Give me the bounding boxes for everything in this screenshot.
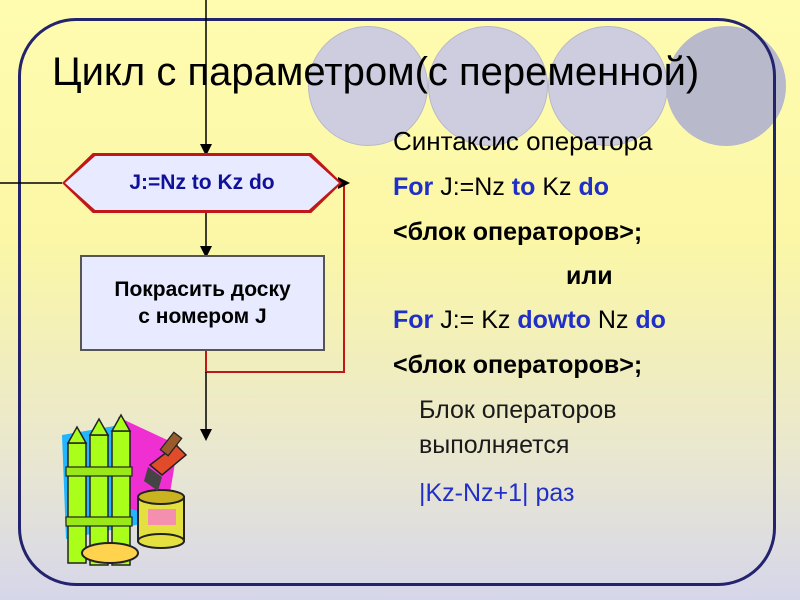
- fence-paint-clipart: [62, 413, 188, 566]
- or-label: или: [566, 262, 613, 290]
- for1-end: Kz: [535, 173, 579, 201]
- for2-end: Nz: [590, 306, 636, 334]
- action-box: Покрасить доску с номером J: [80, 255, 325, 351]
- action-line-1: Покрасить доску: [114, 277, 291, 301]
- decor-circle: [308, 26, 428, 146]
- for-statement-2: For J:= Kz dowto Nz do: [393, 306, 666, 335]
- note-line-1: Блок операторов: [419, 396, 617, 424]
- decor-circle: [548, 26, 668, 146]
- loop-header-hexagon: J:=Nz to Kz do: [62, 153, 342, 213]
- keyword-for: For: [393, 173, 434, 201]
- paint-can-icon: [81, 489, 185, 564]
- loop-back-line: [205, 183, 345, 373]
- syntax-heading: Синтаксис оператора: [393, 126, 653, 156]
- for-statement-1: For J:=Nz to Kz do: [393, 173, 609, 202]
- paint-brush-icon: [144, 431, 188, 491]
- note-line-2: выполняется: [419, 431, 570, 459]
- action-line-2: с номером J: [138, 305, 267, 328]
- for1-assign: J:=Nz: [433, 173, 512, 201]
- keyword-downto: dowto: [517, 306, 591, 334]
- block-placeholder-1: <блок операторов>;: [393, 218, 643, 246]
- keyword-for: For: [393, 306, 434, 334]
- iteration-count: |Kz-Nz+1| раз: [419, 479, 575, 507]
- decor-circle: [428, 26, 548, 146]
- for2-assign: J:= Kz: [433, 306, 518, 334]
- block-placeholder-2: <блок операторов>;: [393, 351, 643, 379]
- keyword-do: do: [635, 306, 666, 334]
- keyword-to: to: [511, 173, 536, 201]
- keyword-do: do: [578, 173, 610, 201]
- slide-title: Цикл с параметром(с переменной): [52, 50, 700, 94]
- slide-frame: [18, 18, 776, 586]
- loop-header-label: J:=Nz to Kz do: [65, 156, 339, 210]
